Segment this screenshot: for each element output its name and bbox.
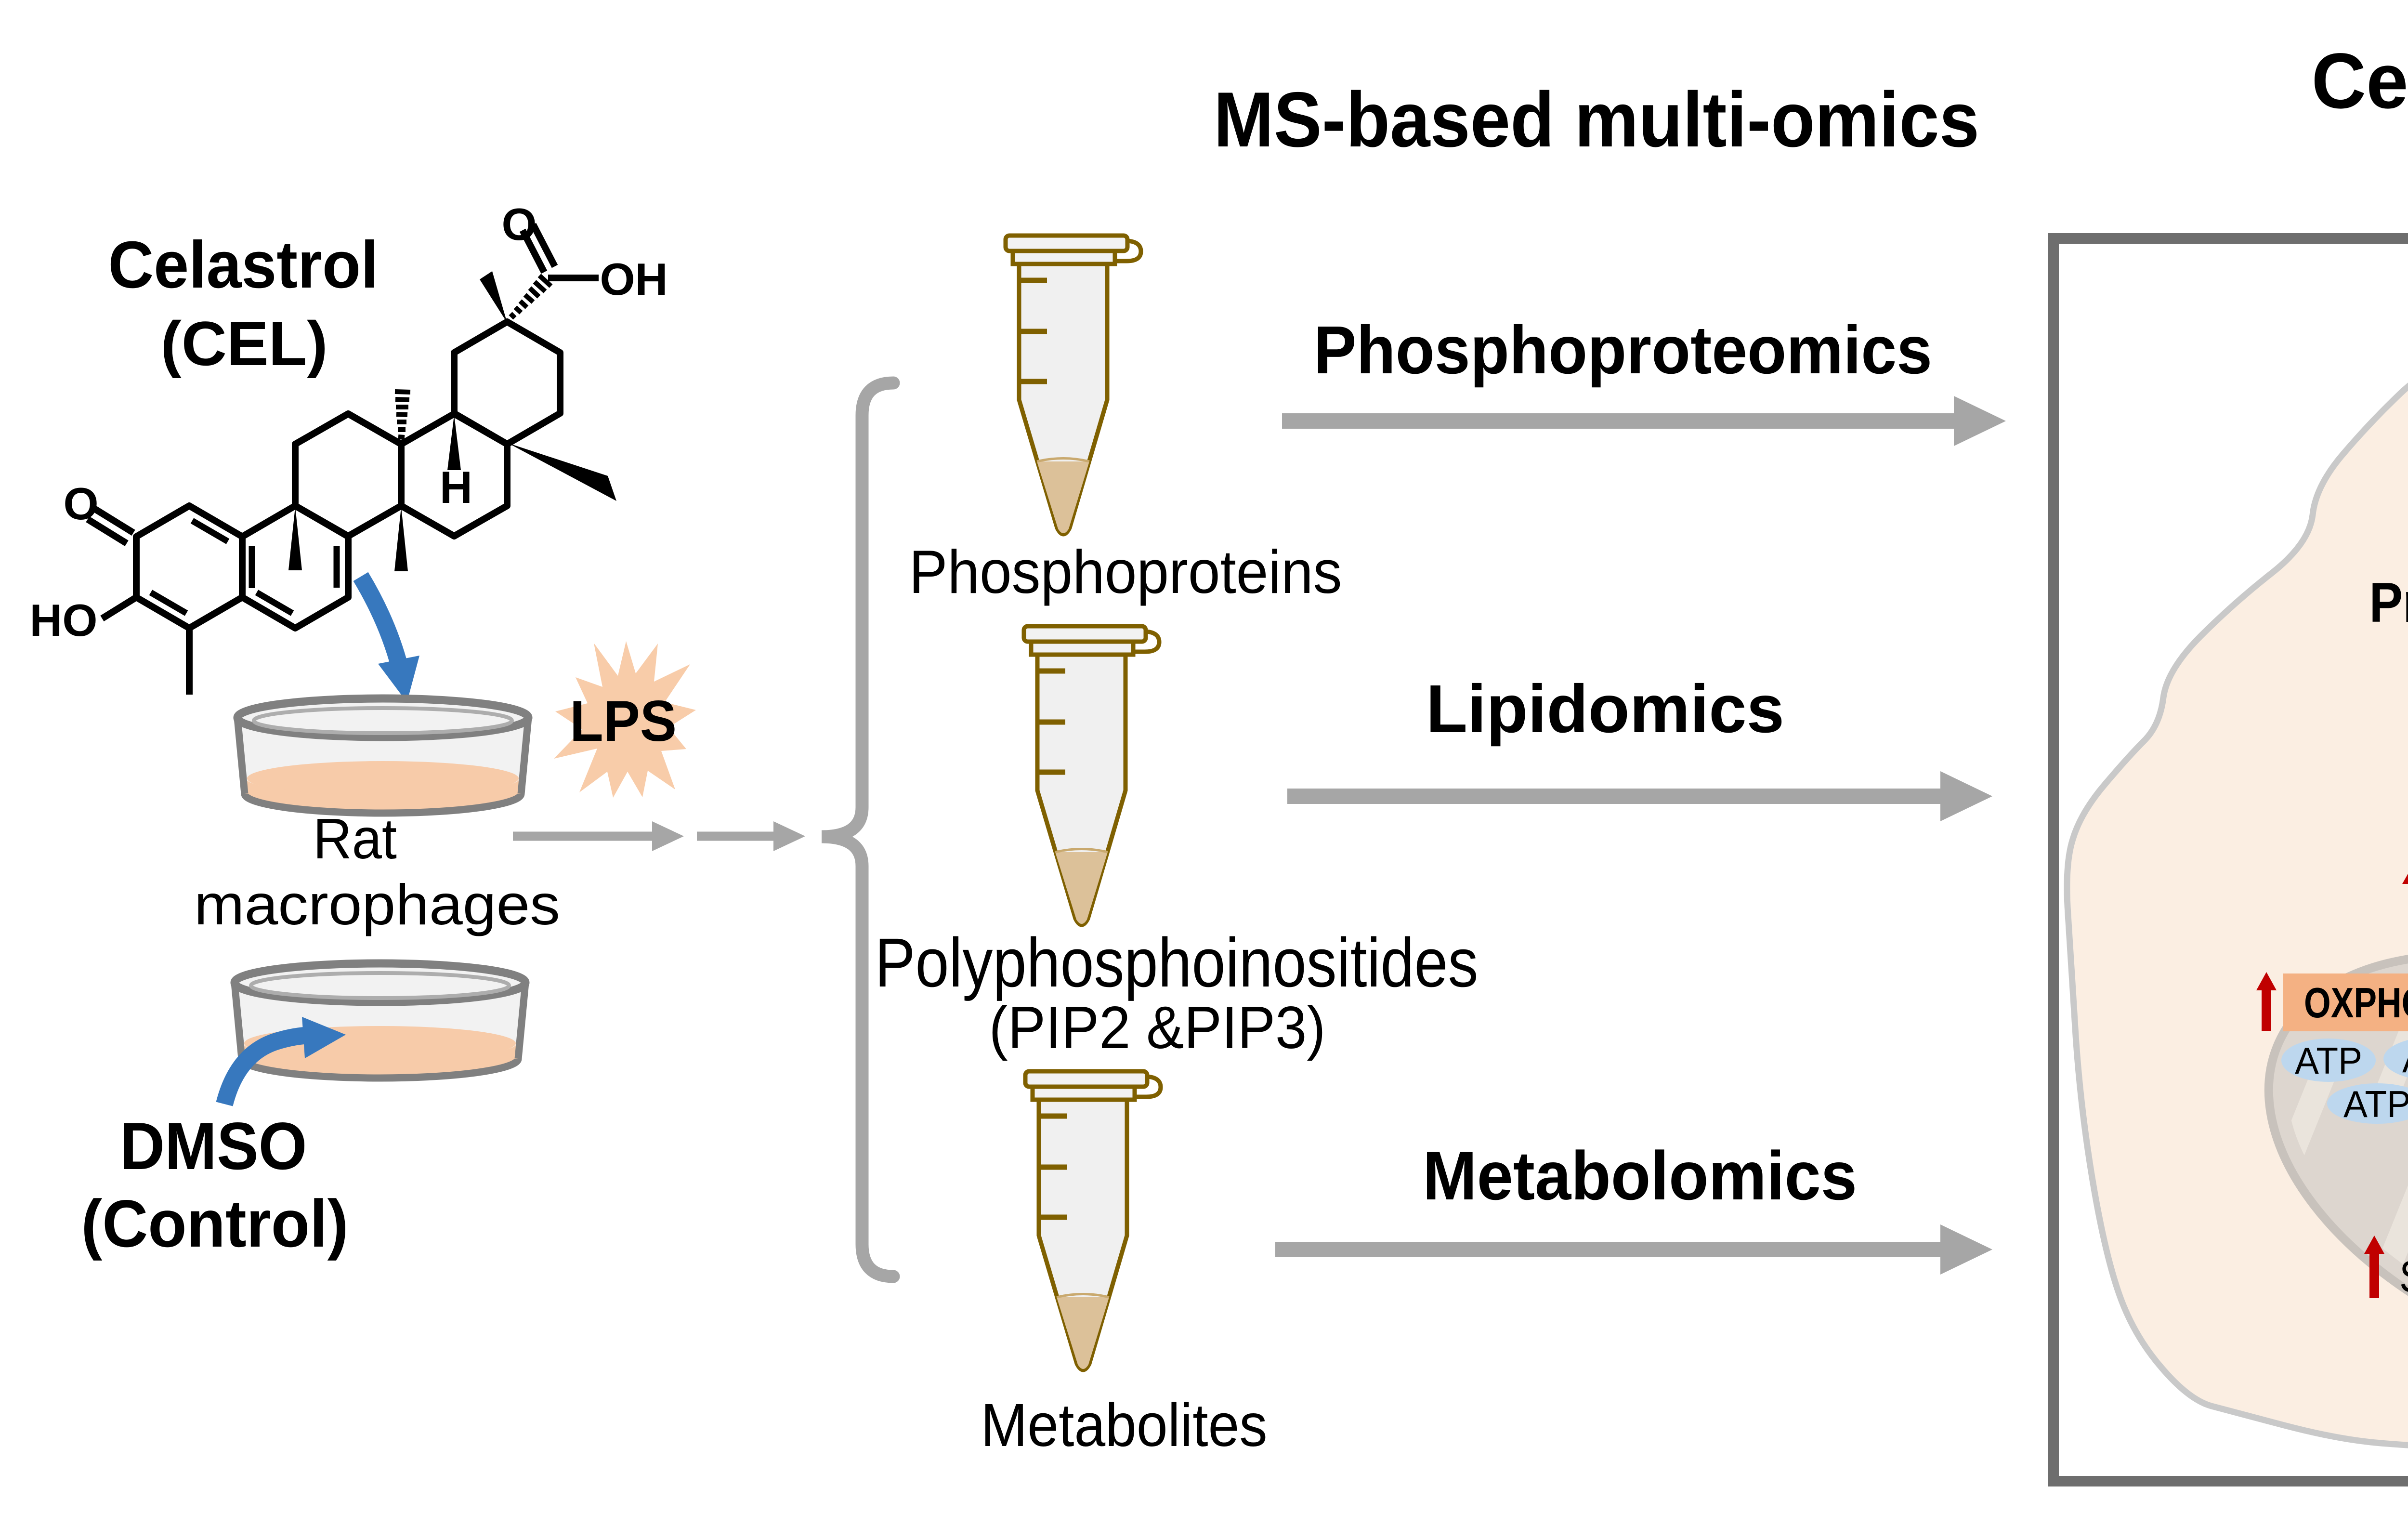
svg-text:(CEL): (CEL) [161,308,328,379]
svg-text:Metabolites: Metabolites [981,1391,1268,1459]
svg-text:H: H [440,462,472,513]
svg-text:O: O [63,478,98,529]
svg-text:ATP: ATP [2402,1038,2408,1080]
svg-text:ATP: ATP [2295,1039,2362,1082]
svg-text:OXPHOS: OXPHOS [2304,979,2408,1026]
svg-text:OH: OH [600,254,668,304]
svg-text:(PIP2 &PIP3): (PIP2 &PIP3) [989,995,1326,1061]
svg-text:HO: HO [30,595,98,645]
svg-text:Phosphoproteins: Phosphoproteins [909,538,1342,606]
svg-text:LPS: LPS [570,689,677,753]
svg-text:Celastrol-mediated macrophage: Celastrol-mediated macrophage [2312,37,2408,125]
svg-text:Phosphoproteomics: Phosphoproteomics [1314,312,1932,388]
svg-text:DMSO: DMSO [120,1109,307,1184]
svg-text:Pro-inflammatory: Pro-inflammatory [2369,571,2408,634]
svg-text:O: O [501,199,537,250]
svg-text:Lipidomics: Lipidomics [1426,671,1784,747]
svg-text:Polyphosphoinositides: Polyphosphoinositides [875,924,1479,1001]
svg-text:macrophages: macrophages [194,873,560,937]
svg-text:(Control): (Control) [81,1186,349,1261]
svg-text:ATP: ATP [2343,1083,2408,1125]
svg-text:Succinate: Succinate [2399,1251,2408,1302]
svg-text:Metabolomics: Metabolomics [1423,1138,1857,1214]
svg-text:MS-based multi-omics: MS-based multi-omics [1214,76,1979,163]
svg-text:Rat: Rat [313,807,397,871]
svg-text:Celastrol: Celastrol [108,228,379,302]
